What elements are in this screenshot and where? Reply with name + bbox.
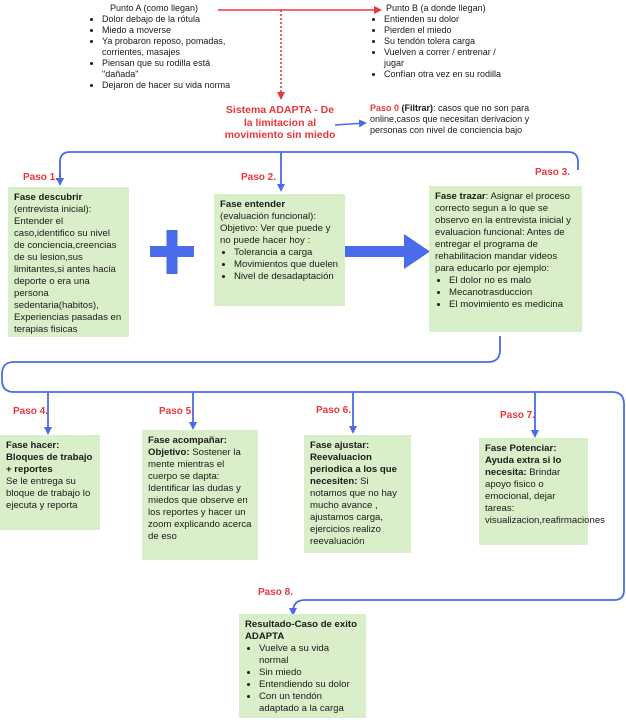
list-item: Con un tendón adaptado a la carga: [259, 691, 360, 715]
list-item: Piensan que su rodilla está "dañada": [102, 58, 248, 80]
paso0-label: Paso 0: [370, 103, 400, 113]
list-item: Mecanotrasduccion: [449, 287, 576, 299]
paso7-label: Paso 7.: [500, 410, 536, 421]
point-b-list: Entienden su dolor Pierden el miedo Su t…: [370, 14, 505, 80]
phase-text: Si notamos que no hay mucho avance , aju…: [310, 476, 397, 547]
phase-text: (entrevista inicial): Entender el caso,i…: [14, 204, 122, 335]
paso4-label: Paso 4.: [13, 406, 49, 417]
point-b-title: Punto B (a donde llegan): [386, 3, 486, 13]
phase-list: Vuelve a su vida normal Sin miedo Entend…: [245, 643, 360, 715]
point-a: Punto A (como llegan) Dolor debajo de la…: [88, 3, 248, 91]
list-item: Dolor debajo de la rótula: [102, 14, 248, 25]
phase-text: : Asignar el proceso correcto segun a lo…: [435, 191, 571, 274]
phase-entender-box: Fase entender (evaluación funcional): Ob…: [214, 194, 345, 306]
list-item: Entienden su dolor: [384, 14, 505, 25]
phase-descubrir-box: Fase descubrir (entrevista inicial): Ent…: [8, 187, 129, 337]
list-item: Nivel de desadaptación: [234, 271, 339, 283]
list-item: El movimiento es medicina: [449, 299, 576, 311]
point-a-list: Dolor debajo de la rótula Miedo a movers…: [88, 14, 248, 91]
list-item: Vuelve a su vida normal: [259, 643, 360, 667]
paso5-label: Paso 5.: [159, 406, 195, 417]
paso0-note: Paso 0 (Filtrar): casos que no son para …: [370, 103, 540, 136]
big-right-arrow: [345, 246, 408, 257]
paso2-label: Paso 2.: [241, 172, 277, 183]
phase-trazar-box: Fase trazar: Asignar el proceso correcto…: [429, 186, 582, 332]
paso0-bold: (Filtrar): [401, 103, 434, 113]
phase-text: Se le entrega su bloque de trabajo lo ej…: [6, 476, 91, 511]
list-item: Confían otra vez en su rodilla: [384, 69, 505, 80]
paso3-label: Paso 3.: [535, 167, 571, 178]
phase-text: Sostener la mente mientras el cuerpo se …: [148, 447, 252, 542]
point-a-title: Punto A (como llegan): [110, 3, 199, 13]
phase-text: Brindar apoyo fisico o emocional, dejar …: [485, 467, 605, 526]
phase-list: Tolerancia a carga Movimientos que duele…: [220, 247, 339, 283]
phase-title: Fase hacer: Bloques de trabajo + reporte…: [6, 440, 93, 475]
phase-title: Fase ajustar: Reevaluacion periodica a l…: [310, 440, 397, 487]
list-item: Ya probaron reposo, pomadas, corrientes,…: [102, 36, 248, 58]
phase-title: Fase entender: [220, 199, 286, 210]
paso1-label: Paso 1.: [23, 172, 59, 183]
system-title: Sistema ADAPTA - De la limitacion al mov…: [224, 104, 336, 141]
paso6-label: Paso 6.: [316, 405, 352, 416]
phase-list: El dolor no es malo Mecanotrasduccion El…: [435, 275, 576, 311]
phase-title: Fase descubrir: [14, 192, 83, 203]
phase-title: Fase Potenciar: Ayuda extra si lo necesi…: [485, 443, 562, 478]
phase-title: Fase trazar: [435, 191, 486, 202]
resultado-box: Resultado-Caso de exito ADAPTA Vuelve a …: [239, 614, 366, 718]
list-item: Dejaron de hacer su vida norma: [102, 80, 248, 91]
phase-title: Resultado-Caso de exito ADAPTA: [245, 619, 357, 642]
list-item: Tolerancia a carga: [234, 247, 339, 259]
phase-text: (evaluación funcional): Objetivo: Ver qu…: [220, 211, 331, 246]
phase-hacer-box: Fase hacer: Bloques de trabajo + reporte…: [0, 435, 100, 530]
paso0-arrow: [334, 119, 367, 128]
list-item: Sin miedo: [259, 667, 360, 679]
middle-connector: [1, 336, 625, 613]
paso0-text: : casos que no son para online,casos que…: [370, 103, 530, 135]
list-item: Pierden el miedo: [384, 25, 505, 36]
point-b: Punto B (a donde llegan) Entienden su do…: [370, 3, 505, 80]
phase-potenciar-box: Fase Potenciar: Ayuda extra si lo necesi…: [479, 438, 605, 545]
list-item: El dolor no es malo: [449, 275, 576, 287]
top-bracket: [59, 151, 579, 180]
phase-acompanar-box: Fase acompañar: Objetivo: Sostener la me…: [142, 430, 258, 560]
list-item: Miedo a moverse: [102, 25, 248, 36]
list-item: Entendiendo su dolor: [259, 679, 360, 691]
list-item: Su tendón tolera carga: [384, 36, 505, 47]
paso8-label: Paso 8.: [258, 587, 294, 598]
list-item: Movimientos que duelen: [234, 259, 339, 271]
list-item: Vuelven a correr / entrenar / jugar: [384, 47, 505, 69]
phase-title: Fase acompañar: Objetivo:: [148, 435, 227, 458]
phase-ajustar-box: Fase ajustar: Reevaluacion periodica a l…: [304, 435, 411, 553]
